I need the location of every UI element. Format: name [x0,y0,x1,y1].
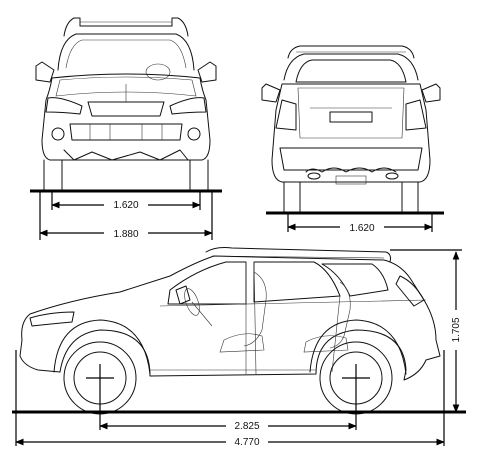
side-dimension-lines [15,249,462,446]
front-view [35,17,217,191]
side-view [19,247,441,415]
height-label: 1.705 [451,317,462,342]
front-track-label: 1.620 [113,200,138,211]
rear-track-label: 1.620 [349,223,374,234]
length-label: 4.770 [234,437,259,448]
wheel-centers [86,364,370,430]
front-width-label: 1.880 [113,229,138,240]
wheelbase-label: 2.825 [234,421,259,432]
rear-view [261,45,441,213]
